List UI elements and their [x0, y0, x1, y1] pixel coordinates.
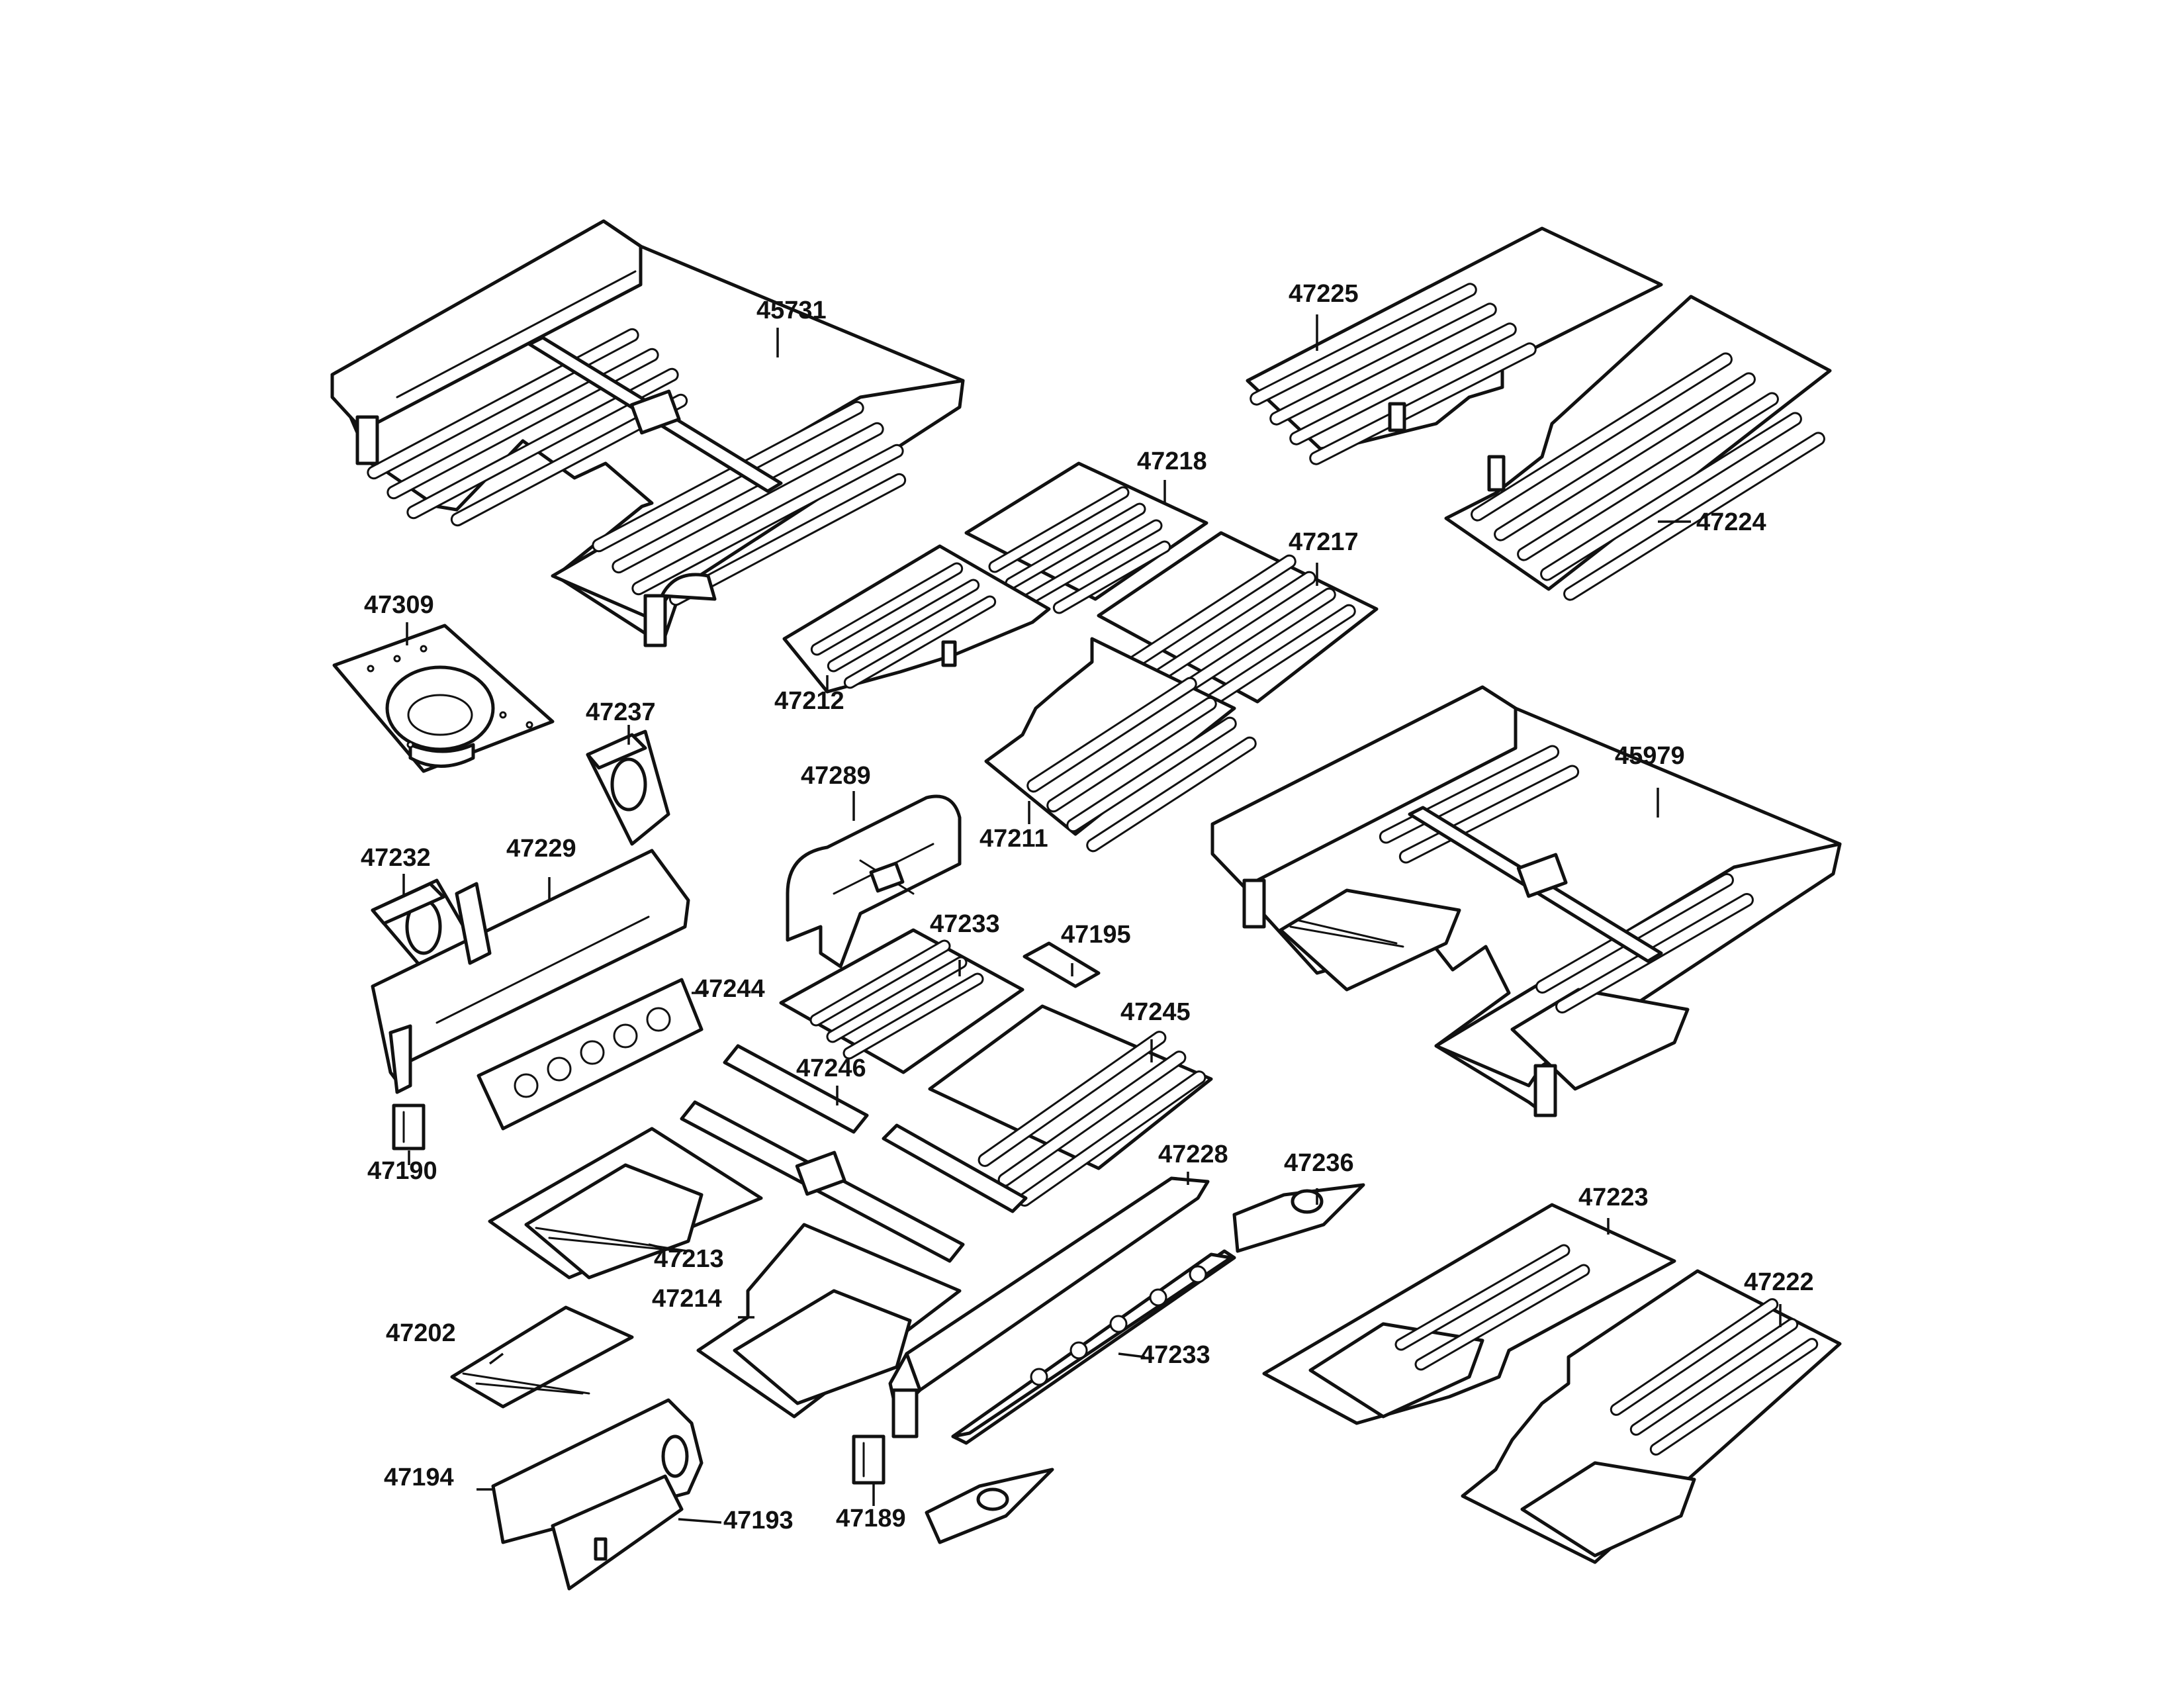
label-47218: 47218	[1137, 447, 1207, 475]
part-47289-drawing	[786, 794, 962, 968]
part-45979-drawing	[1210, 685, 1842, 1117]
label-47214: 47214	[652, 1285, 722, 1313]
label-47194: 47194	[384, 1464, 454, 1491]
label-47189: 47189	[836, 1505, 906, 1532]
part-47233b-drawing	[951, 1249, 1236, 1445]
part-47212-drawing	[782, 544, 1051, 694]
part-lower-bracket-drawing	[925, 1468, 1054, 1544]
label-47229: 47229	[506, 835, 576, 863]
part-47237-drawing	[586, 729, 670, 846]
part-47202-drawing	[450, 1305, 634, 1409]
label-45979: 45979	[1615, 742, 1685, 770]
label-47211: 47211	[979, 825, 1048, 853]
label-47213: 47213	[654, 1245, 724, 1273]
label-47246: 47246	[796, 1055, 866, 1082]
part-45731-drawing	[330, 219, 965, 647]
part-47229-drawing	[371, 849, 690, 1094]
part-47224-drawing	[1444, 295, 1832, 601]
part-47225-drawing	[1246, 226, 1663, 465]
label-47233-lower: 47233	[1140, 1341, 1210, 1369]
part-47244-drawing	[477, 978, 704, 1131]
label-47223: 47223	[1578, 1184, 1649, 1211]
label-47222: 47222	[1744, 1268, 1814, 1296]
label-47289: 47289	[801, 762, 871, 790]
label-45731: 45731	[756, 297, 827, 324]
label-47236: 47236	[1284, 1149, 1354, 1177]
part-47189-drawing	[852, 1434, 886, 1485]
label-47225: 47225	[1289, 280, 1359, 308]
part-47309-drawing	[332, 624, 555, 773]
part-47211-drawing	[984, 637, 1257, 853]
label-47228: 47228	[1158, 1141, 1228, 1168]
part-47236-drawing	[1232, 1183, 1365, 1253]
label-47193: 47193	[723, 1507, 794, 1534]
label-47195: 47195	[1061, 921, 1131, 949]
part-47245-drawing	[928, 1004, 1213, 1207]
label-47202: 47202	[386, 1319, 456, 1347]
label-47244: 47244	[695, 975, 765, 1003]
part-47222-drawing	[1461, 1269, 1842, 1564]
label-47237: 47237	[586, 698, 656, 726]
part-47246-drawing	[680, 1044, 1028, 1263]
label-47217: 47217	[1289, 528, 1359, 556]
part-47195-drawing	[1023, 941, 1101, 988]
label-47232: 47232	[361, 844, 431, 872]
part-47214-drawing	[696, 1223, 962, 1419]
part-47223-drawing	[1262, 1203, 1676, 1425]
part-47218-drawing	[964, 461, 1208, 614]
part-47232-drawing	[371, 878, 475, 972]
label-47233-upper: 47233	[930, 910, 1000, 938]
part-47194-drawing	[491, 1398, 704, 1544]
part-47213-drawing	[488, 1127, 763, 1280]
part-47233a-drawing	[779, 928, 1024, 1074]
part-47190-drawing	[392, 1103, 426, 1150]
leader-lines	[402, 314, 1782, 1524]
label-47245: 47245	[1120, 998, 1191, 1026]
label-47212: 47212	[774, 687, 844, 715]
part-47228-drawing	[888, 1176, 1210, 1438]
label-47190: 47190	[367, 1157, 437, 1185]
label-47224: 47224	[1696, 508, 1766, 536]
label-47309: 47309	[364, 591, 434, 619]
part-47193-drawing	[551, 1474, 684, 1591]
